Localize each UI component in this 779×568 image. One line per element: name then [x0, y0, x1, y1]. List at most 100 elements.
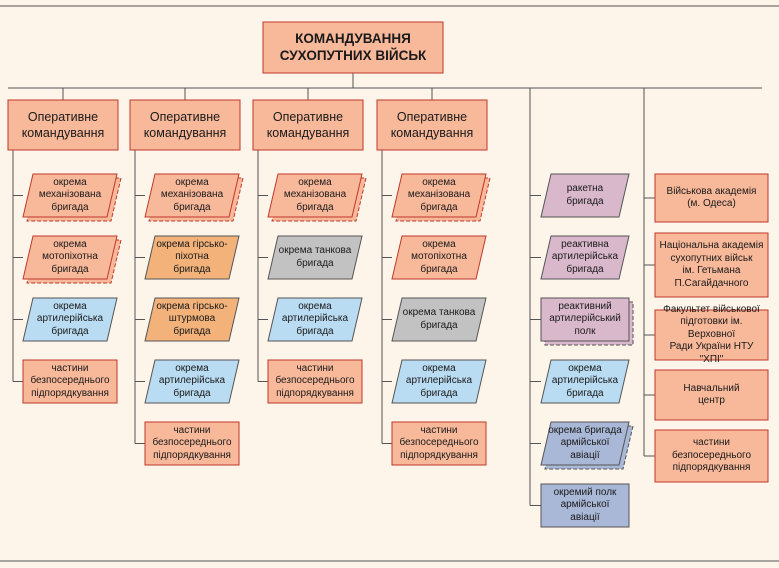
- command-4-unit-4-label: окрема артилерійська бригада: [405, 362, 473, 399]
- command-1-unit-2-shape: [22, 235, 118, 280]
- command-2-unit-2-shape: [144, 235, 240, 280]
- command-4-unit-2-shape: [391, 235, 487, 280]
- command-1-unit-4-shape: [22, 359, 118, 404]
- command-box-shape-4: [376, 99, 488, 151]
- direct-unit-3-shape: [540, 297, 630, 342]
- command-4-unit-2-label: окрема мотопіхотна бригада: [411, 238, 467, 275]
- command-4-unit-1-label: окрема механізована бригада: [407, 176, 471, 213]
- institution-shape-4: [654, 369, 769, 421]
- connector-lines: [0, 5, 779, 562]
- command-3-unit-1: окрема механізована бригада: [268, 174, 362, 217]
- command-box-shape-1: [7, 99, 119, 151]
- command-box-2: Оперативне командування: [130, 100, 240, 150]
- command-2-unit-1: окрема механізована бригада: [145, 174, 239, 217]
- command-4-unit-3-label: окрема танкова бригада: [402, 307, 476, 331]
- direct-unit-2-label: реактивна артилерійська бригада: [551, 238, 619, 275]
- command-4-unit-3-shape: [391, 297, 487, 342]
- command-1-unit-1-label: окрема механізована бригада: [38, 176, 102, 213]
- direct-unit-5: окрема бригада армійської авіації: [541, 422, 629, 465]
- box-shapes: [7, 21, 769, 528]
- command-box-2-label: Оперативне командування: [143, 109, 227, 140]
- institution-box-4: Навчальний центр: [655, 370, 768, 420]
- direct-unit-1-label: ракетна бригада: [566, 183, 604, 207]
- command-box-4-label: Оперативне командування: [390, 109, 474, 140]
- direct-unit-2-shape: [540, 235, 630, 280]
- command-1-unit-4: частини безпосереднього підпорядкування: [23, 360, 117, 403]
- direct-unit-3: реактивний артилерійський полк: [541, 298, 629, 341]
- command-box-4: Оперативне командування: [377, 100, 487, 150]
- direct-unit-4-shape: [540, 359, 630, 404]
- command-4-unit-3: окрема танкова бригада: [392, 298, 486, 341]
- institution-shape-2: [654, 232, 769, 298]
- top-box-shape: [262, 21, 444, 74]
- command-box-3: Оперативне командування: [253, 100, 363, 150]
- command-3-unit-4: частини безпосереднього підпорядкування: [268, 360, 362, 403]
- command-box-1: Оперативне командування: [8, 100, 118, 150]
- top-command-line2: СУХОПУТНИХ ВІЙСЬК: [279, 47, 427, 63]
- command-4-unit-4: окрема артилерійська бригада: [392, 360, 486, 403]
- command-1-unit-1-shape: [22, 173, 118, 218]
- command-2-unit-3: окрема гірсько- штурмова бригада: [145, 298, 239, 341]
- command-1-unit-3-shape: [22, 297, 118, 342]
- institution-shape-3: [654, 309, 769, 361]
- direct-unit-6: окремий полк армійської авіації: [541, 484, 629, 527]
- command-1-unit-2-label: окрема мотопіхотна бригада: [42, 238, 98, 275]
- command-2-unit-4: окрема артилерійська бригада: [145, 360, 239, 403]
- institution-shape-1: [654, 173, 769, 223]
- command-3-unit-4-label: частини безпосереднього підпорядкування: [275, 362, 355, 399]
- command-box-shape-2: [129, 99, 241, 151]
- direct-unit-5-label: окрема бригада армійської авіації: [548, 424, 622, 461]
- command-box-3-label: Оперативне командування: [266, 109, 350, 140]
- direct-unit-4: окрема артилерійська бригада: [541, 360, 629, 403]
- institution-shape-5: [654, 429, 769, 483]
- institution-box-3-label: Факультет військової підготовки ім. Верх…: [663, 303, 760, 365]
- command-4-unit-5-label: частини безпосереднього підпорядкування: [399, 424, 479, 461]
- institution-box-5: частини безпосереднього підпорядкування: [655, 430, 768, 482]
- command-3-unit-1-shape: [267, 173, 363, 218]
- institution-box-3: Факультет військової підготовки ім. Верх…: [655, 304, 768, 365]
- command-3-unit-1-label: окрема механізована бригада: [283, 176, 347, 213]
- command-1-unit-3-label: окрема артилерійська бригада: [36, 300, 104, 337]
- command-2-unit-4-label: окрема артилерійська бригада: [158, 362, 226, 399]
- top-command-line1: КОМАНДУВАННЯ: [295, 31, 411, 47]
- command-3-unit-4-shape: [267, 359, 363, 404]
- command-3-unit-3: окрема артилерійська бригада: [268, 298, 362, 341]
- command-2-unit-1-label: окрема механізована бригада: [160, 176, 224, 213]
- direct-unit-5-shape: [540, 421, 630, 466]
- command-1-unit-4-label: частини безпосереднього підпорядкування: [30, 362, 110, 399]
- command-box-shape-3: [252, 99, 364, 151]
- direct-unit-1-shape: [540, 173, 630, 218]
- command-box-1-label: Оперативне командування: [21, 109, 105, 140]
- institution-box-2: Національна академія сухопутних військ і…: [655, 233, 768, 297]
- command-3-unit-2: окрема танкова бригада: [268, 236, 362, 279]
- direct-unit-1: ракетна бригада: [541, 174, 629, 217]
- command-4-unit-1: окрема механізована бригада: [392, 174, 486, 217]
- command-2-unit-5-label: частини безпосереднього підпорядкування: [152, 424, 232, 461]
- command-4-unit-4-shape: [391, 359, 487, 404]
- command-1-unit-1: окрема механізована бригада: [23, 174, 117, 217]
- command-3-unit-2-shape: [267, 235, 363, 280]
- institution-box-4-label: Навчальний центр: [683, 382, 740, 407]
- command-1-unit-3: окрема артилерійська бригада: [23, 298, 117, 341]
- institution-box-5-label: частини безпосереднього підпорядкування: [671, 437, 752, 474]
- command-4-unit-2: окрема мотопіхотна бригада: [392, 236, 486, 279]
- direct-unit-4-label: окрема артилерійська бригада: [551, 362, 619, 399]
- command-3-unit-3-shape: [267, 297, 363, 342]
- direct-unit-2: реактивна артилерійська бригада: [541, 236, 629, 279]
- direct-unit-3-label: реактивний артилерійський полк: [549, 300, 621, 337]
- command-4-unit-1-shape: [391, 173, 487, 218]
- command-2-unit-1-shape: [144, 173, 240, 218]
- command-4-unit-5: частини безпосереднього підпорядкування: [392, 422, 486, 465]
- institution-box-2-label: Національна академія сухопутних військ і…: [659, 240, 764, 289]
- direct-unit-6-shape: [540, 483, 630, 528]
- direct-unit-6-label: окремий полк армійської авіації: [553, 486, 617, 523]
- command-2-unit-3-label: окрема гірсько- штурмова бригада: [156, 300, 228, 337]
- command-3-unit-2-label: окрема танкова бригада: [278, 245, 352, 269]
- command-3-unit-3-label: окрема артилерійська бригада: [281, 300, 349, 337]
- command-2-unit-5-shape: [144, 421, 240, 466]
- command-1-unit-2: окрема мотопіхотна бригада: [23, 236, 117, 279]
- institution-box-1: Військова академія (м. Одеса): [655, 174, 768, 222]
- command-2-unit-4-shape: [144, 359, 240, 404]
